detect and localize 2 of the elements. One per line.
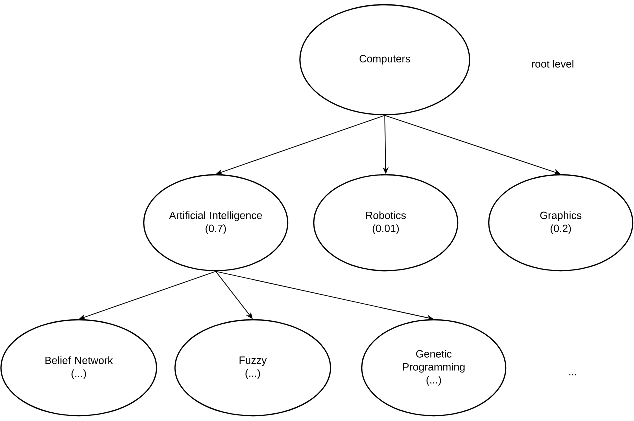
ellipsis-label: ... [570,374,576,376]
root-level-label: root level [532,60,574,68]
